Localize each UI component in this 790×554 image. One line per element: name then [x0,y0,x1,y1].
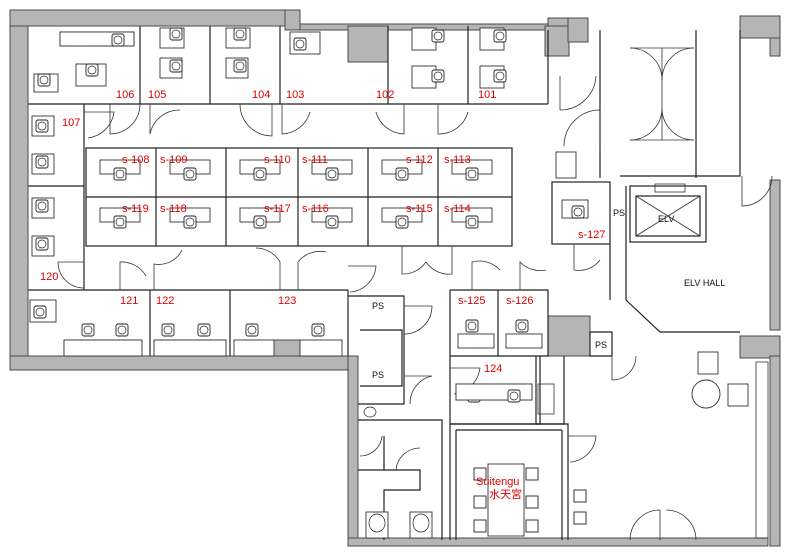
workstation [381,207,423,229]
workstation [169,207,211,229]
meeting-chairs [473,467,587,533]
booth-labels: s-108 s-109 s-110 s-111 s-112 s-113 s-11… [122,154,606,307]
booth-label-s114: s-114 [444,203,471,215]
workstation [31,197,55,219]
workstation [411,65,445,89]
elevator-hall-label: ELV HALL [684,278,725,288]
exterior-walls [9,9,781,547]
workstation [505,319,543,349]
booth-label-s110: s-110 [264,154,291,166]
room-label-107: 107 [62,117,80,129]
workstation [99,159,141,181]
room-label-122: 122 [156,295,174,307]
elevator-hall-fixtures [363,47,769,539]
meeting-room-name-en: Suitengu [476,476,519,488]
room-label-103: 103 [286,89,304,101]
utility-labels: PS PS PS PS ELV ELV HALL [372,208,725,380]
ps-label-2: PS [372,370,384,380]
booth-label-s112: s-112 [406,154,433,166]
furniture-layer [29,27,589,403]
workstation [411,27,445,51]
room-label-104: 104 [252,89,270,101]
workstation [31,235,55,257]
ps-label-4: PS [595,340,607,350]
workstation [99,207,141,229]
room-label-101: 101 [478,89,496,101]
workstation [311,159,353,181]
ps-label-1: PS [372,301,384,311]
workstation [479,27,507,51]
ps-label-3: PS [613,208,625,218]
meeting-room-name-jp: 水天宮 [489,487,522,501]
booth-label-s109: s-109 [160,154,188,166]
workstation [479,65,507,89]
room-labels: 106 105 104 103 102 101 107 120 121 122 … [40,89,502,375]
booth-label-s108: s-108 [122,154,150,166]
workstation [239,207,281,229]
booth-label-s127: s-127 [578,229,606,241]
doors [57,75,773,541]
partitions [28,26,741,540]
workstation [153,323,227,357]
booth-label-s118: s-118 [160,203,187,215]
workstation [29,299,57,323]
booth-label-s113: s-113 [444,154,471,166]
booth-label-s125: s-125 [458,295,486,307]
room-label-123: 123 [278,295,296,307]
room-label-120: 120 [40,271,58,283]
workstation [311,207,353,229]
workstation [159,27,185,49]
workstation [75,63,107,87]
workstation [289,31,321,55]
workstation [59,31,135,47]
room-label-102: 102 [376,89,394,101]
workstation [159,57,183,79]
workstation [381,159,423,181]
room-label-105: 105 [148,89,166,101]
workstation [455,383,533,403]
booth-label-s117: s-117 [264,203,291,215]
booth-label-s116: s-116 [302,203,329,215]
workstation [63,323,143,357]
workstation [225,27,251,49]
workstation [457,319,495,349]
room-label-106: 106 [116,89,134,101]
room-label-121: 121 [120,295,138,307]
workstation [233,323,275,357]
workstation [169,159,211,181]
booth-label-s111: s-111 [302,154,328,166]
workstation [299,323,343,357]
workstation [31,115,55,137]
workstation [225,57,249,79]
booth-label-s126: s-126 [506,295,534,307]
elevator-label: ELV [658,214,674,224]
workstation [451,159,493,181]
workstation [561,199,589,219]
workstation [31,153,55,175]
booth-label-s115: s-115 [406,203,433,215]
meeting-room-labels: Suitengu 水天宮 [476,476,522,501]
room-label-124: 124 [484,363,502,375]
booth-label-s119: s-119 [122,203,149,215]
workstation [33,73,59,93]
workstation [239,159,281,181]
workstation [451,207,493,229]
